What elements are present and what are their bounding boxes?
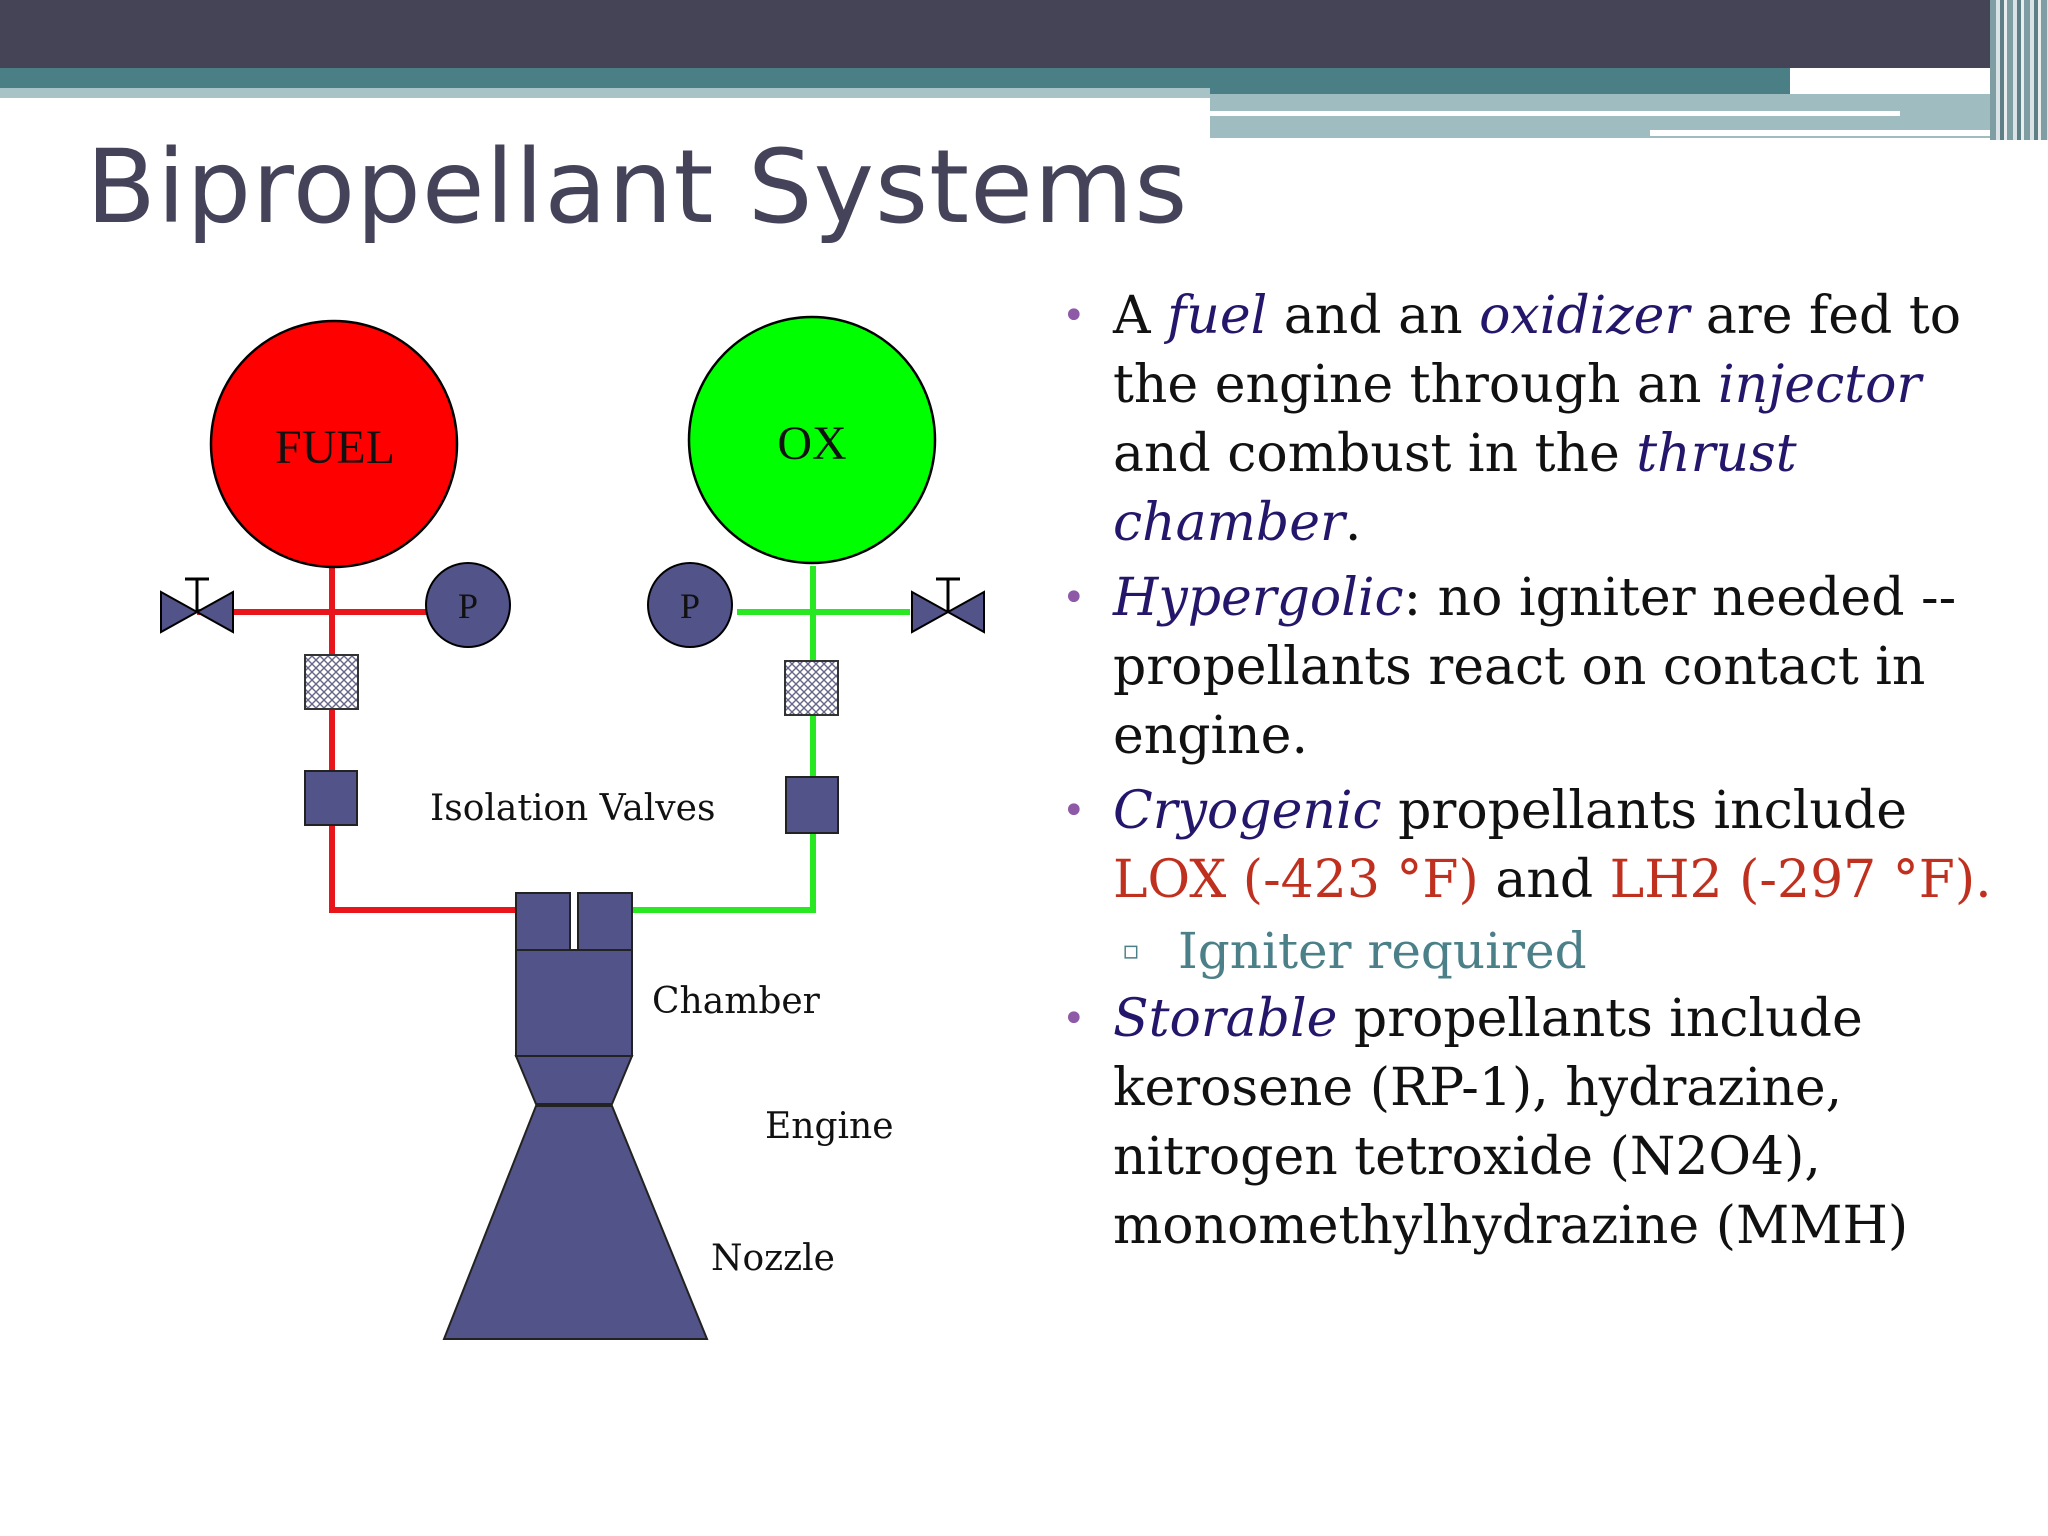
- text: propellants include kerosene (RP-1), hyd…: [1113, 989, 1909, 1256]
- fuel-tank: [209, 319, 459, 569]
- fuel-tank-label: FUEL: [275, 421, 395, 474]
- pressure-gauge-right: [647, 562, 733, 648]
- text: and: [1478, 850, 1610, 910]
- ox-isolation-valve: [785, 776, 839, 834]
- lox-temperature: LOX (-423 °F): [1113, 850, 1479, 910]
- term-thrust-chamber: thrust chamber: [1113, 424, 1797, 553]
- engine-label: Engine: [765, 1106, 894, 1147]
- term-fuel: fuel: [1167, 286, 1268, 346]
- slide-title: Bipropellant Systems: [86, 128, 1189, 247]
- propulsion-diagram: FUEL OX P P Isolation Valves Chamber Eng…: [160, 315, 985, 1340]
- text: : no igniter needed -- propellants react…: [1113, 568, 1957, 766]
- text: A: [1113, 286, 1168, 346]
- ox-lines: [630, 566, 910, 913]
- pressure-gauge-left-label: P: [458, 586, 478, 626]
- injector-inlet-ox: [577, 892, 633, 951]
- bullet-dot: •: [1062, 788, 1086, 834]
- slide-header-rule: [1210, 111, 1900, 116]
- pressure-gauge-right-label: P: [680, 586, 700, 626]
- term-cryogenic: Cryogenic: [1113, 781, 1382, 841]
- text: Igniter required: [1178, 922, 1587, 980]
- sub-bullet-igniter: ▫ Igniter required: [1050, 919, 2030, 983]
- combustion-chamber: [515, 949, 633, 1057]
- bullet-hypergolic: • Hypergolic: no igniter needed -- prope…: [1050, 564, 2030, 771]
- engine-throat: [514, 1055, 634, 1105]
- fill-valve-left: [160, 577, 234, 634]
- bullet-fuel-oxidizer: • A fuel and an oxidizer are fed to the …: [1050, 282, 2030, 558]
- text: and an: [1267, 286, 1480, 346]
- fuel-filter: [304, 654, 359, 710]
- slide-header-band-light: [0, 88, 1210, 98]
- injector-inlet-fuel: [515, 892, 571, 951]
- isolation-valves-label: Isolation Valves: [430, 788, 715, 829]
- nozzle-label: Nozzle: [711, 1238, 835, 1279]
- bullet-list: • A fuel and an oxidizer are fed to the …: [1050, 282, 2030, 1267]
- lh2-temperature: LH2 (-297 °F).: [1609, 850, 1992, 910]
- term-oxidizer: oxidizer: [1479, 286, 1690, 346]
- fuel-lines: [197, 566, 518, 913]
- engine-nozzle: [442, 1105, 709, 1340]
- engine: [442, 892, 709, 1340]
- bullet-dot: •: [1062, 575, 1086, 621]
- bullet-dot: •: [1062, 293, 1086, 339]
- fill-valve-right: [911, 577, 985, 634]
- chamber-label: Chamber: [652, 981, 821, 1022]
- ox-filter: [784, 660, 839, 716]
- text: propellants include: [1381, 781, 1907, 841]
- text: and combust in the: [1113, 424, 1637, 484]
- bullet-cryogenic: • Cryogenic propellants include LOX (-42…: [1050, 777, 2030, 915]
- term-injector: injector: [1718, 355, 1922, 415]
- term-storable: Storable: [1113, 989, 1338, 1049]
- ox-tank-label: OX: [777, 417, 846, 470]
- bullet-dot: •: [1062, 996, 1086, 1042]
- term-hypergolic: Hypergolic: [1113, 568, 1404, 628]
- text: .: [1344, 493, 1362, 553]
- fuel-isolation-valve: [304, 770, 358, 826]
- bullet-storable: • Storable propellants include kerosene …: [1050, 985, 2030, 1261]
- pressure-gauge-left: [425, 562, 511, 648]
- ox-tank: [687, 315, 937, 565]
- slide-header-stripes: [1990, 0, 2048, 140]
- slide-header-rule-2: [1650, 130, 2046, 136]
- text: are fed to the engine through an: [1113, 286, 1962, 415]
- sub-bullet-square: ▫: [1122, 936, 1140, 966]
- slide-header-bar: [0, 0, 2048, 68]
